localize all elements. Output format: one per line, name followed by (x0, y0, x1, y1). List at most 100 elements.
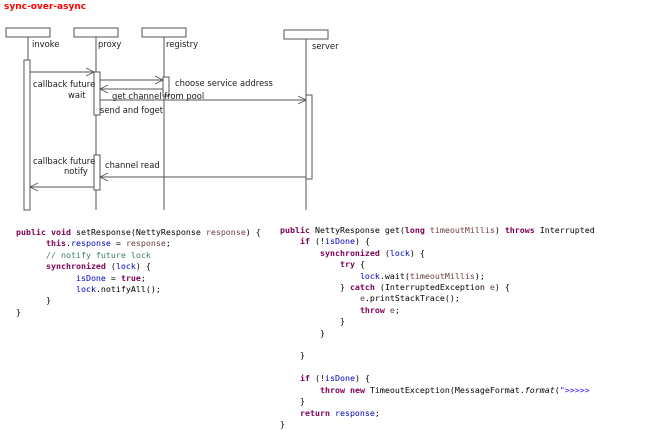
participant-label-server: server (312, 41, 339, 51)
code-left-token: lock (115, 261, 136, 272)
code-right-token: ) { (494, 282, 510, 293)
code-right-line: if (!isDone) { (280, 236, 370, 246)
code-right-token (280, 271, 360, 281)
message-label-choose-service-address: choose service address (175, 78, 273, 88)
participant-label-registry: registry (166, 39, 198, 49)
participant-box-invoke (5, 27, 51, 38)
activation-proxy-1 (93, 71, 101, 116)
participant-box-proxy (73, 27, 119, 38)
code-right-token: ( (384, 247, 390, 258)
code-right-token: e (389, 304, 395, 315)
code-right-token: TimeoutException(MessageFormat. (369, 384, 525, 395)
code-left-line: } (16, 307, 21, 317)
code-left-token: ; (140, 272, 146, 283)
code-right-token: isDone (324, 236, 355, 247)
code-left-token: void (50, 227, 76, 237)
participant-box-registry (141, 27, 187, 38)
code-right-token: (! (314, 236, 325, 247)
code-right-token: } (280, 316, 345, 327)
message-label-callback-future-notify: callback future (33, 156, 95, 166)
code-left-token (16, 273, 76, 283)
code-left-token: true (120, 272, 141, 283)
message-label-wait: wait (68, 90, 86, 100)
code-right-line: } (280, 350, 305, 360)
message-label-send-and-foget: send and foget (100, 105, 164, 115)
code-right-token: ) { (409, 247, 425, 258)
message-label-notify: notify (64, 166, 88, 176)
participant-box-server (283, 29, 329, 40)
code-right-token (280, 293, 360, 303)
code-right-line: } (280, 316, 345, 326)
code-right-token: ) { (354, 236, 370, 247)
code-right-token: ( (554, 384, 560, 395)
code-right-token: public (280, 225, 315, 235)
code-right-token (280, 373, 300, 383)
code-left-token (16, 261, 46, 271)
code-right-token: throw (319, 384, 350, 395)
code-left-line: synchronized (lock) { (16, 261, 151, 271)
code-right-token: InterruptedException { (539, 225, 595, 235)
code-right-token: e (489, 282, 495, 293)
code-left-token: public (16, 227, 51, 237)
code-right-line: } (280, 396, 305, 406)
code-left-token (16, 250, 46, 260)
code-right-line: } catch (InterruptedException e) { (280, 282, 510, 292)
code-block-set-response: public void setResponse(NettyResponse re… (16, 227, 261, 318)
code-right-token: ; (374, 407, 380, 418)
code-left-token: isDone (75, 272, 106, 283)
code-left-line: } (16, 295, 51, 305)
code-right-token: timeoutMillis (409, 270, 475, 281)
code-right-token: try (339, 259, 360, 270)
code-left-token: ) { (245, 227, 261, 237)
code-right-token: timeoutMillis (429, 225, 495, 235)
code-right-line: synchronized (lock) { (280, 248, 425, 258)
activation-server (305, 94, 313, 180)
code-left-token: response (70, 238, 111, 249)
code-right-token: synchronized (319, 247, 385, 258)
code-left-token: lock (75, 284, 96, 295)
code-left-line: lock.notifyAll(); (16, 284, 161, 294)
code-right-token: lock (389, 247, 410, 258)
code-right-token: throws (504, 225, 540, 235)
code-left-token: response (205, 227, 246, 237)
code-right-token: } (280, 350, 305, 361)
code-right-token: } (280, 396, 305, 407)
code-left-line: // notify future lock (16, 250, 151, 260)
code-left-line: isDone = true; (16, 273, 146, 283)
code-right-token: ">>>>> timeout" (559, 384, 595, 395)
code-left-token: this (45, 238, 66, 249)
code-right-token: if (299, 373, 315, 384)
code-right-token (280, 408, 300, 418)
activation-invoke (23, 59, 31, 211)
code-right-token: .wait( (379, 270, 410, 281)
code-left-token: } (16, 306, 21, 317)
code-right-token: lock (359, 270, 380, 281)
code-right-line: public NettyResponse get(long timeoutMil… (280, 225, 595, 235)
code-right-token: { (359, 259, 365, 270)
code-left-token: = (105, 272, 121, 283)
participant-label-proxy: proxy (98, 39, 121, 49)
code-right-line: try { (280, 259, 365, 269)
code-right-token (280, 236, 300, 246)
code-right-token: (! (314, 373, 325, 384)
code-left-token: . (65, 238, 71, 249)
code-left-token: = (110, 238, 126, 249)
code-left-token: .notifyAll(); (95, 284, 161, 295)
code-right-token: e (359, 293, 365, 304)
sequence-diagram: invoke proxy registry server callback fu… (5, 27, 339, 211)
code-left-token: ( (105, 261, 116, 272)
code-left-token: ; (165, 238, 171, 249)
code-left-token: ) { (135, 261, 151, 272)
code-left-line: public void setResponse(NettyResponse re… (16, 227, 261, 237)
code-left-token: response (125, 238, 166, 249)
code-left-token (16, 284, 76, 294)
activation-proxy-2 (93, 154, 101, 191)
code-right-line: e.printStackTrace(); (280, 293, 460, 303)
code-right-line: throw new TimeoutException(MessageFormat… (280, 385, 595, 395)
code-right-token: isDone (324, 373, 355, 384)
message-label-channel-read: channel read (105, 160, 160, 170)
code-right-token: throw (359, 304, 390, 315)
code-right-token: new (349, 384, 370, 395)
code-right-token: long (404, 225, 430, 235)
code-left-token: } (16, 295, 51, 306)
